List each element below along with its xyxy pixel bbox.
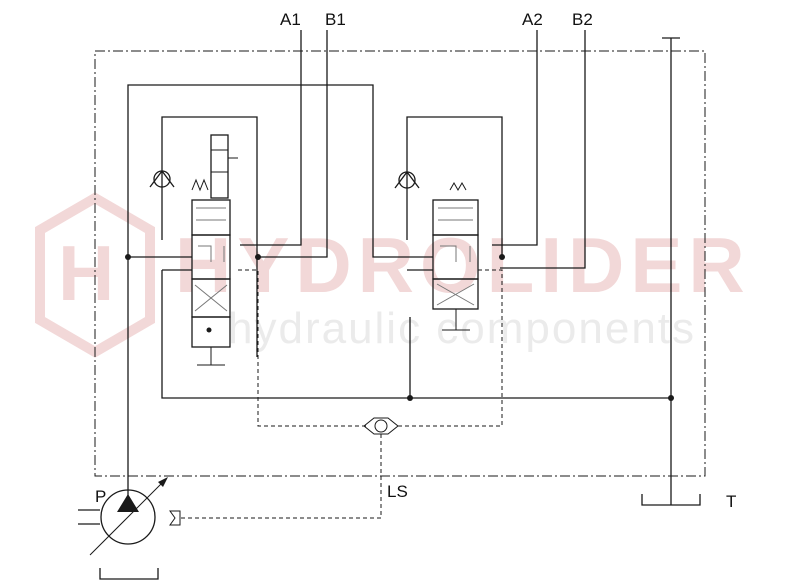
port-label-b1: B1: [325, 10, 346, 29]
check-valve-loops: [149, 116, 503, 357]
port-label-b2: B2: [572, 10, 593, 29]
load-sense-lines: [180, 269, 503, 519]
tank-symbol: [641, 494, 701, 506]
tank-line: [161, 37, 701, 506]
pump-suction-tank: [99, 568, 159, 580]
port-label-a2: A2: [522, 10, 543, 29]
watermark: H HYDROLIDER hydraulic components: [35, 192, 751, 358]
pump-control-port: [169, 510, 181, 526]
valve-section-1: [191, 134, 238, 366]
pump-arrow: [117, 494, 139, 512]
valve-section-2: [432, 181, 479, 331]
watermark-tagline: hydraulic components: [228, 304, 696, 353]
watermark-logo-letter: H: [58, 229, 120, 317]
shuttle-valve: [363, 417, 399, 435]
variable-pump: [78, 477, 181, 580]
pump-body: [100, 489, 156, 545]
watermark-brand: HYDROLIDER: [175, 221, 751, 309]
port-label-t: T: [726, 492, 736, 511]
port-lines: [240, 30, 586, 269]
port-labels: A1 B1 A2 B2 P T LS: [95, 10, 736, 511]
valve-block-envelope: [94, 50, 706, 477]
port-label-p: P: [95, 487, 106, 506]
shuttle-ball: [374, 419, 388, 433]
junction-nodes: [125, 254, 674, 401]
pressure-line: [127, 84, 433, 505]
port-label-a1: A1: [280, 10, 301, 29]
port-label-ls: LS: [387, 482, 408, 501]
